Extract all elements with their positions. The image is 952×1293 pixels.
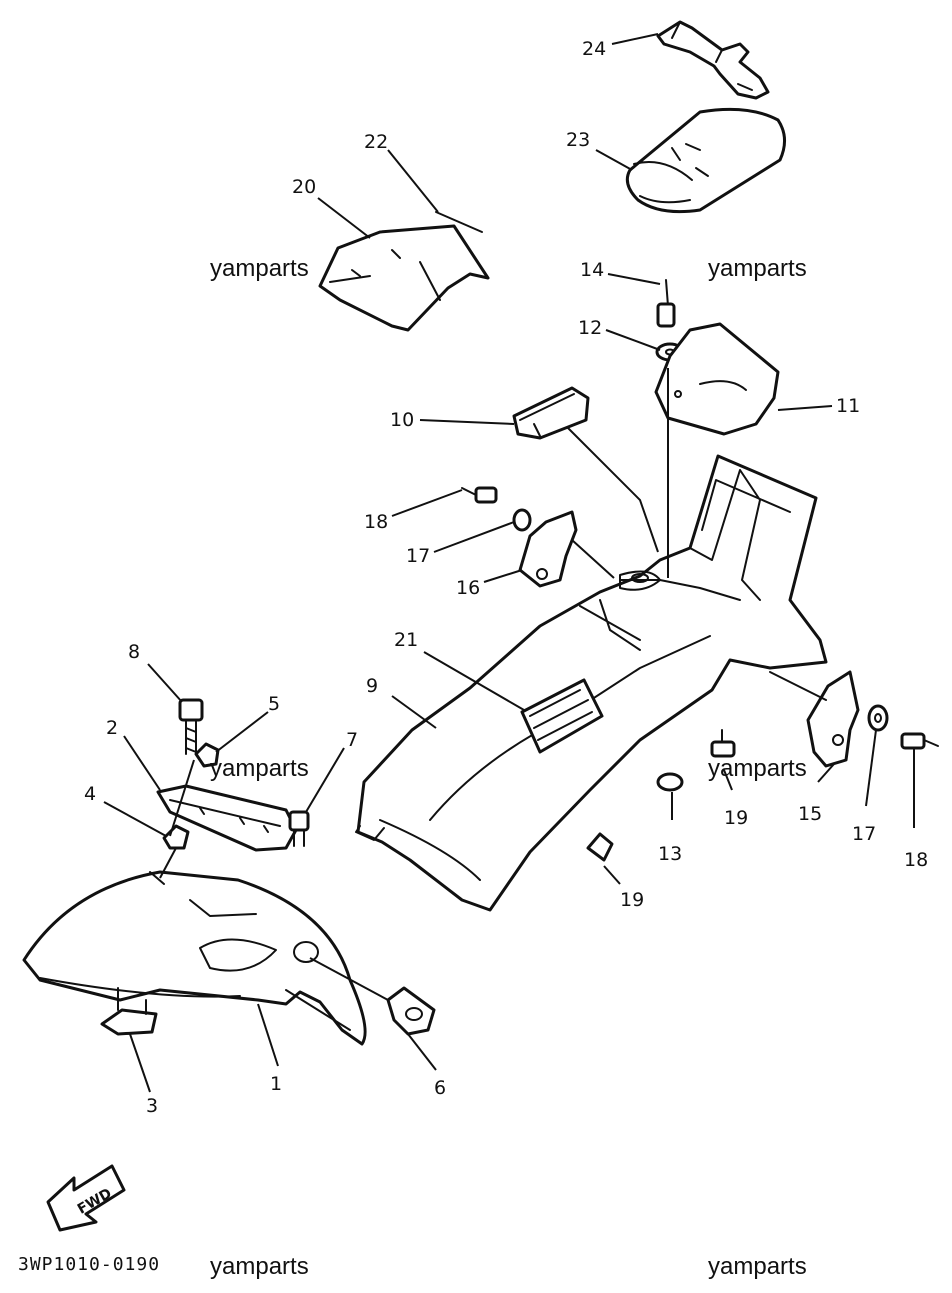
label-6: 6	[434, 1077, 446, 1099]
label-11: 11	[836, 395, 860, 417]
watermark-text: yamparts	[210, 255, 309, 282]
watermark-text: yamparts	[708, 1253, 807, 1280]
label-17a: 17	[406, 545, 430, 567]
part-8-bolt	[178, 698, 204, 755]
label-23: 23	[566, 129, 590, 151]
label-15: 15	[798, 803, 822, 825]
leader-lines	[103, 33, 915, 1093]
part-10-pad	[512, 386, 590, 440]
part-7-bolt	[288, 810, 310, 847]
label-24: 24	[582, 38, 606, 60]
part-18-bolt-lower	[900, 732, 939, 750]
label-18b: 18	[904, 849, 928, 871]
part-4-collar	[162, 824, 190, 850]
part-2-brace	[156, 784, 298, 852]
watermark-text: yamparts	[708, 255, 807, 282]
watermark-text: yamparts	[210, 1253, 309, 1280]
part-21-label	[520, 678, 604, 754]
part-13-grommet	[656, 772, 684, 792]
label-22: 22	[364, 131, 388, 153]
label-13: 13	[658, 843, 682, 865]
label-1: 1	[270, 1073, 282, 1095]
part-5-nut	[194, 742, 220, 768]
diagram-code: 3WP1010-0190	[18, 1254, 160, 1275]
label-7: 7	[346, 729, 358, 751]
label-3: 3	[146, 1095, 158, 1117]
part-1-front-fender	[22, 870, 367, 1046]
part-24-strap	[656, 20, 770, 100]
label-20: 20	[292, 176, 316, 198]
label-17b: 17	[852, 823, 876, 845]
label-9: 9	[366, 675, 378, 697]
part-19-clip-center	[586, 832, 614, 862]
part-14-screw	[656, 279, 676, 328]
part-labels: 24 23 22 20 14 12 11 10 18 17 16 21 9 8 …	[84, 38, 928, 1117]
watermarks: yamparts yamparts yamparts yamparts yamp…	[210, 255, 807, 1280]
part-6-grommet	[386, 986, 436, 1036]
label-18a: 18	[364, 511, 388, 533]
part-17-washer-upper	[512, 508, 532, 532]
part-23-cover	[625, 107, 786, 214]
label-19a: 19	[724, 807, 748, 829]
label-19b: 19	[620, 889, 644, 911]
part-16-bracket	[518, 510, 578, 588]
fwd-arrow-icon: FWD	[46, 1164, 126, 1232]
part-3-bracket	[100, 987, 158, 1036]
label-14: 14	[580, 259, 604, 281]
part-18-bolt-upper	[461, 486, 498, 504]
label-8: 8	[128, 641, 140, 663]
watermark-text: yamparts	[210, 755, 309, 782]
part-17-washer-lower	[867, 704, 889, 732]
label-10: 10	[390, 409, 414, 431]
part-11-flap	[654, 322, 780, 436]
part-20-cover	[318, 224, 490, 332]
label-16: 16	[456, 577, 480, 599]
watermark-text: yamparts	[708, 755, 807, 782]
part-15-bracket	[769, 670, 860, 768]
label-4: 4	[84, 783, 96, 805]
part-9-rear-fender	[355, 454, 828, 912]
label-21: 21	[394, 629, 418, 651]
label-5: 5	[268, 693, 280, 715]
part-19-clip-right	[710, 729, 736, 758]
label-2: 2	[106, 717, 118, 739]
part-22-clip	[435, 211, 483, 233]
label-12: 12	[578, 317, 602, 339]
